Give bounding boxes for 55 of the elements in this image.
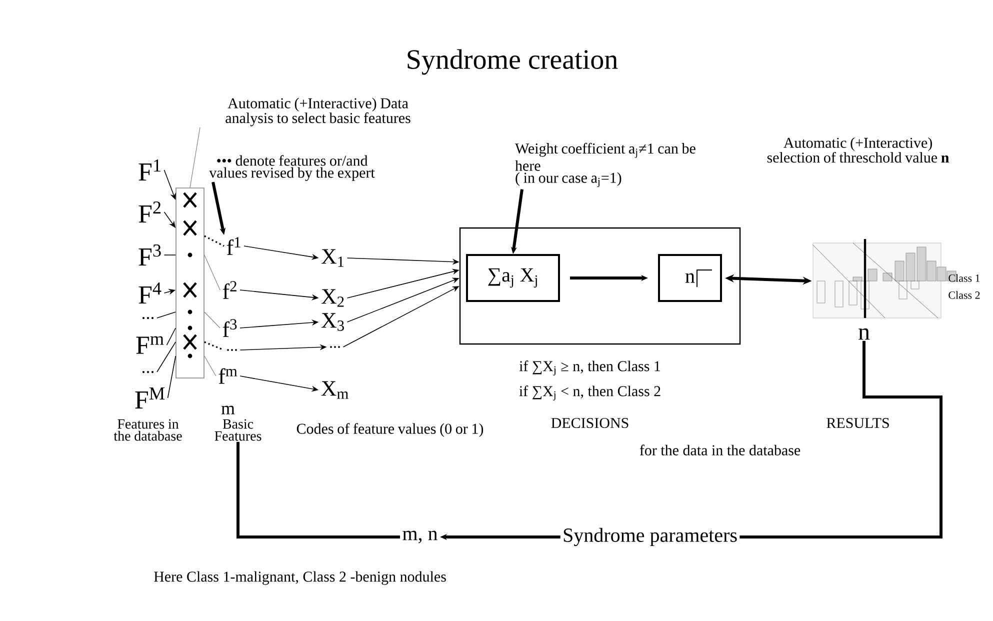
feature-label: F$^{2}$ xyxy=(138,201,161,223)
feature-label: Basic Features xyxy=(214,419,262,441)
text-label: m xyxy=(221,406,235,414)
code-label: X$_{m}$ xyxy=(321,381,348,399)
connector-line xyxy=(204,235,224,247)
feature-label: F$^{M}$ xyxy=(135,388,165,408)
text-label: RESULTS xyxy=(826,418,889,428)
feature-label: F$^{3}$ xyxy=(138,244,161,266)
threshold-label: n xyxy=(858,328,870,340)
connector-line xyxy=(204,254,220,290)
connector-line xyxy=(204,341,224,351)
basic-feature-label: f$^{3}$ xyxy=(222,319,237,337)
basic-feature-label: f$^{2}$ xyxy=(222,281,236,299)
text-label: if ∑X$_{j}$ < n, then Class 2 xyxy=(519,386,660,400)
text-label: Here Class 1-malignant, Class 2 -benign nodules xyxy=(154,571,446,585)
parameters-label: Syndrome parameters xyxy=(564,528,737,546)
ellipsis-label: ... xyxy=(142,316,154,320)
ellipsis-label: ... xyxy=(330,346,340,348)
decision-box xyxy=(459,227,741,345)
code-label: X$_{1}$ xyxy=(321,249,344,267)
code-label: X$_{3}$ xyxy=(321,313,344,331)
connector-line xyxy=(166,328,176,346)
note-text: Weight coefficient a$_{j}$≠1 can be here ( in our case a$_{j}$=1) xyxy=(515,142,696,188)
text-label: for the data in the database xyxy=(640,444,800,456)
text-label: if ∑X$_{j}$ ≥ n, then Class 1 xyxy=(519,360,660,376)
connector-line xyxy=(167,356,176,398)
basic-feature-label: f$^{1}$ xyxy=(226,237,240,255)
text-label: Features in the database xyxy=(114,419,182,441)
basic-feature-label: f$^{m}$ xyxy=(218,368,238,384)
feature-label: F$^{m}$ xyxy=(136,336,164,354)
feature-label: F$^{1}$ xyxy=(138,159,160,181)
connector-line xyxy=(164,254,176,256)
text-label: DECISIONS xyxy=(551,418,628,428)
text-label: Codes of feature values (0 or 1) xyxy=(296,423,484,437)
connector-line xyxy=(156,312,176,318)
feature-label: F$^{4}$ xyxy=(138,282,162,304)
note-text: Automatic (+Interactive) Data analysis to select basic features xyxy=(226,98,410,126)
connector-line xyxy=(204,356,216,376)
note-text: ••• denote features or/and values revised by the expert xyxy=(209,155,375,181)
class-label: Class 1 xyxy=(948,274,980,282)
connector-line xyxy=(204,312,220,328)
connector-line xyxy=(236,442,400,538)
threshold-box: n xyxy=(658,254,722,302)
title: Syndrome creation xyxy=(408,49,618,75)
class-label: Class 2 xyxy=(948,291,980,299)
leader-line xyxy=(190,127,200,188)
text-label: Automatic (+Interactive) selection of threschold value n xyxy=(767,137,949,163)
selection-column xyxy=(176,188,204,378)
parameters-label: m, n xyxy=(402,530,438,544)
connector-line xyxy=(156,342,176,372)
sum-box: ∑a$_{j}$ X$_{j}$ xyxy=(466,254,560,302)
ellipsis-label: ... xyxy=(227,349,237,351)
ellipsis-label: ... xyxy=(142,370,154,374)
code-label: X$_{2}$ xyxy=(321,289,344,307)
connector-line xyxy=(740,340,942,538)
